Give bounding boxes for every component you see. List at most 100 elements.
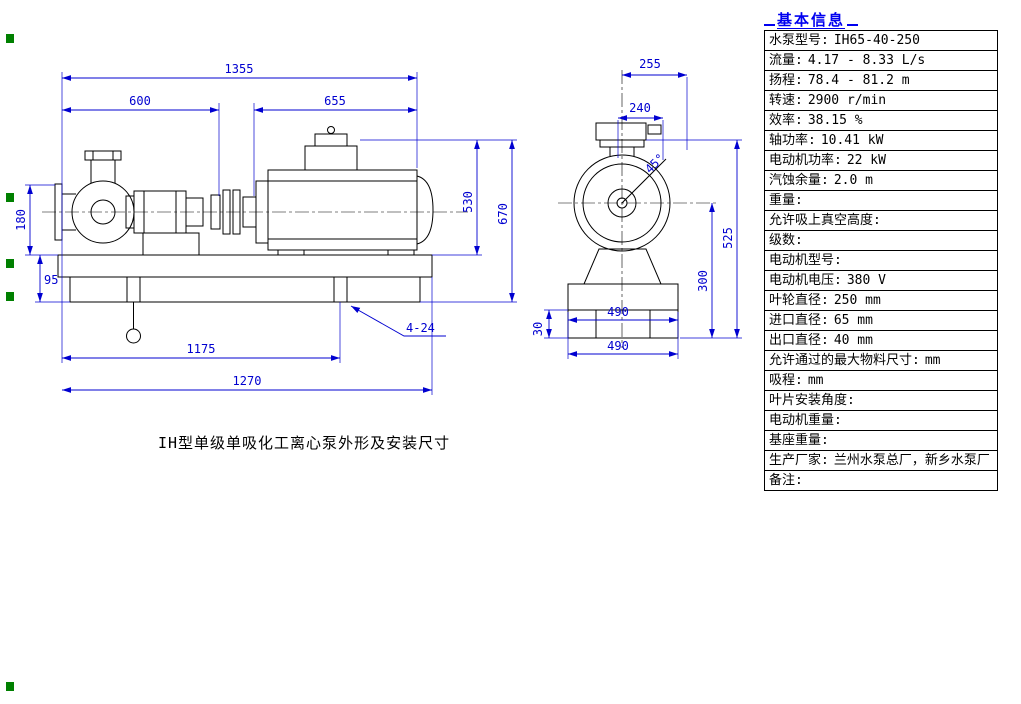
info-label: 出口直径: [769,333,829,348]
info-label: 重量: [769,193,803,208]
dim-180: 180 [14,209,28,231]
end-view [558,70,716,348]
cad-point-marker [6,259,14,268]
info-label: 电动机重量: [769,413,842,428]
info-label: 电动机电压: [769,273,842,288]
info-label: 水泵型号: [769,33,829,48]
cad-point-marker [6,193,14,202]
pump-pedestal [142,232,200,256]
dim-300: 300 [696,270,710,292]
anchor-bolt-eye [126,328,141,344]
rotation-reference-line [621,158,667,204]
motor-foot [387,249,415,256]
info-value: mm [807,373,824,388]
info-row-flow-rate: 流量: 4.17 - 8.33 L/s [765,51,997,71]
info-value: 65 mm [833,313,873,328]
info-row-head: 扬程: 78.4 - 81.2 m [765,71,997,91]
info-label: 允许吸上真空高度: [769,213,881,228]
info-value: mm [924,353,941,368]
info-row-motor-model: 电动机型号: [765,251,997,271]
flange-circle [582,163,662,243]
info-row-speed: 转速:2900 r/min [765,91,997,111]
motor-foot [277,249,305,256]
info-value: 40 mm [833,333,873,348]
motor-body [267,169,418,251]
bolt-hole-leader [350,305,446,337]
discharge-flange-section [595,122,647,141]
motor-fan-cowl [416,175,434,245]
info-panel-header: 基本信息 [764,8,998,30]
info-row-efficiency: 效率:38.15 % [765,111,997,131]
info-row-impeller-diameter: 叶轮直径:250 mm [765,291,997,311]
dim-1355: 1355 [225,62,254,76]
dim-95: 95 [44,273,58,287]
lifting-eye [327,126,335,134]
terminal-box-cap [314,133,348,147]
dim-1270: 1270 [233,374,262,388]
dimension-labels: 1355 600 655 530 670 180 95 1175 1270 4-… [14,57,735,388]
support-stand [583,248,662,285]
info-label: 生产厂家: [769,453,829,468]
info-label: 电动机型号: [769,253,842,268]
info-label: 进口直径: [769,313,829,328]
base-frame-lower [69,276,421,303]
shaft-center-circle [616,197,628,209]
info-label: 轴功率: [769,133,816,148]
side-view [42,126,468,344]
cad-point-marker [6,292,14,301]
info-label: 转速: [769,93,803,108]
info-label: 允许通过的最大物料尺寸: [769,353,920,368]
info-panel-title: 基本信息 [777,11,846,29]
motor-outline-circle [573,154,671,252]
dim-1175: 1175 [187,342,216,356]
extension-lines [25,72,742,395]
info-row-inlet-diameter: 进口直径: 65 mm [765,311,997,331]
cad-point-marker [6,34,14,43]
info-row-blade-angle: 叶片安装角度: [765,391,997,411]
info-row-stages: 级数: [765,231,997,251]
info-value: IH65-40-250 [833,33,920,48]
anchor-slot [126,276,141,303]
info-row-weight: 重量: [765,191,997,211]
dimension-lines [27,72,740,393]
info-label: 级数: [769,233,803,248]
info-row-remarks: 备注: [765,471,997,490]
info-value: 250 mm [833,293,881,308]
dim-530: 530 [461,191,475,213]
dim-600: 600 [129,94,151,108]
drawing-caption: IH型单级单吸化工离心泵外形及安装尺寸 [158,434,451,452]
info-label: 吸程: [769,373,803,388]
info-label: 叶片安装角度: [769,393,855,408]
dim-490-upper: 490 [607,305,629,319]
info-value: 78.4 - 81.2 m [807,73,910,88]
info-value: 22 kW [846,153,886,168]
bearing-end-cover [185,197,204,227]
info-label: 扬程: [769,73,803,88]
title-dash [847,24,859,26]
cad-point-marker [6,682,14,691]
info-row-suction-vacuum-height: 允许吸上真空高度: [765,211,997,231]
dim-655: 655 [324,94,346,108]
info-value: 4.17 - 8.33 L/s [807,53,926,68]
info-row-pump-model: 水泵型号: IH65-40-250 [765,31,997,51]
info-row-shaft-power: 轴功率: 10.41 kW [765,131,997,151]
dim-4-24: 4-24 [406,321,435,335]
info-value: 2.0 m [833,173,873,188]
info-label: 备注: [769,473,803,488]
info-label: 流量: [769,53,803,68]
info-row-motor-power: 电动机功率:22 kW [765,151,997,171]
flange-lug [647,124,662,135]
info-row-manufacturer: 生产厂家: 兰州水泵总厂，新乡水泵厂 [765,451,997,471]
terminal-box [304,145,358,171]
dim-255: 255 [639,57,661,71]
info-value: 10.41 kW [820,133,884,148]
dim-240: 240 [629,101,651,115]
info-row-max-particle-size: 允许通过的最大物料尺寸: mm [765,351,997,371]
info-value: 兰州水泵总厂，新乡水泵厂 [833,453,990,468]
pump-hub [90,199,116,225]
info-value: 38.15 % [807,113,863,128]
dim-670: 670 [496,203,510,225]
info-row-suction-lift: 吸程: mm [765,371,997,391]
info-panel: 基本信息 水泵型号: IH65-40-250 流量: 4.17 - 8.33 L/s… [764,8,998,491]
